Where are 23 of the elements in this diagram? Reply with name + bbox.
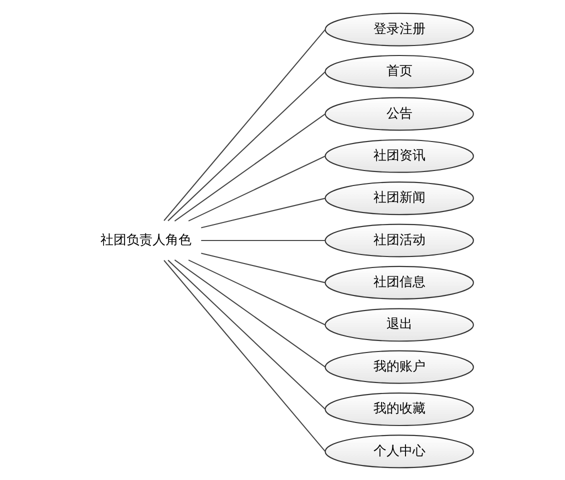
node-ellipse: 退出 <box>324 308 474 342</box>
connector <box>188 259 326 325</box>
node-text: 社团负责人角色 <box>100 232 192 248</box>
node-ellipse: 我的账户 <box>324 350 474 384</box>
node-ellipse: 社团新闻 <box>324 181 474 215</box>
connector <box>174 113 326 221</box>
node-ellipse: 公告 <box>324 96 474 130</box>
connector <box>164 28 326 220</box>
node-ellipse: 社团资讯 <box>324 138 474 172</box>
node-ellipse: 我的收藏 <box>324 392 474 426</box>
connector <box>164 260 326 452</box>
node-ellipse: 登录注册 <box>324 12 474 46</box>
connector <box>201 239 326 241</box>
connector <box>168 259 326 410</box>
connector <box>174 259 326 367</box>
connector <box>201 197 326 228</box>
connector <box>201 252 326 283</box>
node-ellipse: 个人中心 <box>324 434 474 468</box>
connector <box>188 155 326 221</box>
node-ellipse: 首页 <box>324 54 474 88</box>
node-ellipse: 社团活动 <box>324 223 474 257</box>
node-ellipse: 社团信息 <box>324 265 474 299</box>
connector <box>168 70 326 221</box>
